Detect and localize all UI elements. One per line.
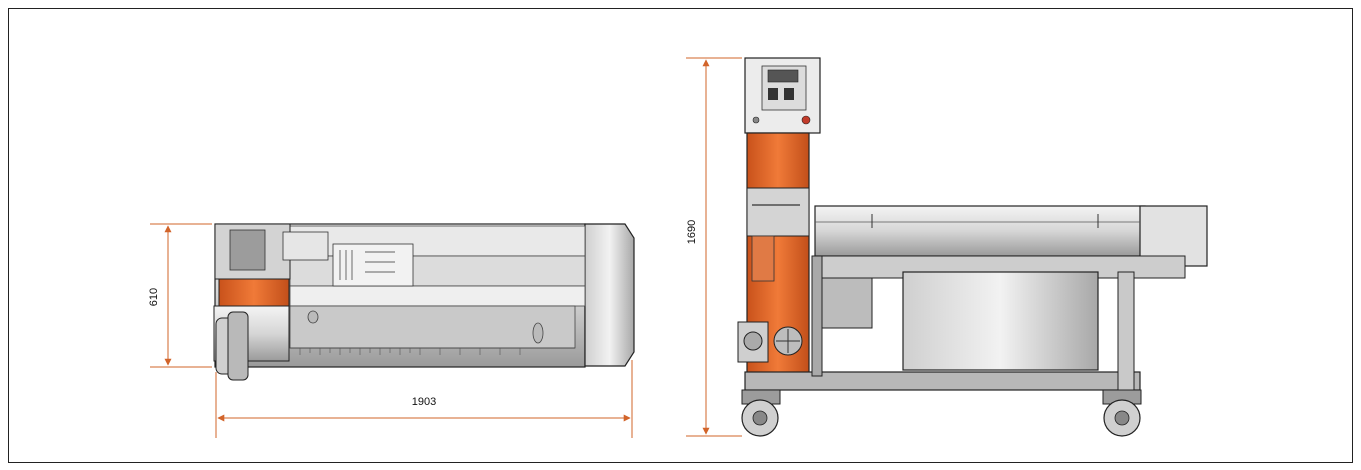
side-view	[737, 57, 1208, 437]
dimension-label-610: 610	[148, 288, 160, 306]
dimension-label-1690: 1690	[686, 220, 698, 244]
top-view	[213, 223, 635, 381]
top-view-dimensions	[150, 223, 633, 438]
side-view-dimensions	[686, 57, 742, 437]
dimension-label-1903: 1903	[412, 396, 436, 408]
